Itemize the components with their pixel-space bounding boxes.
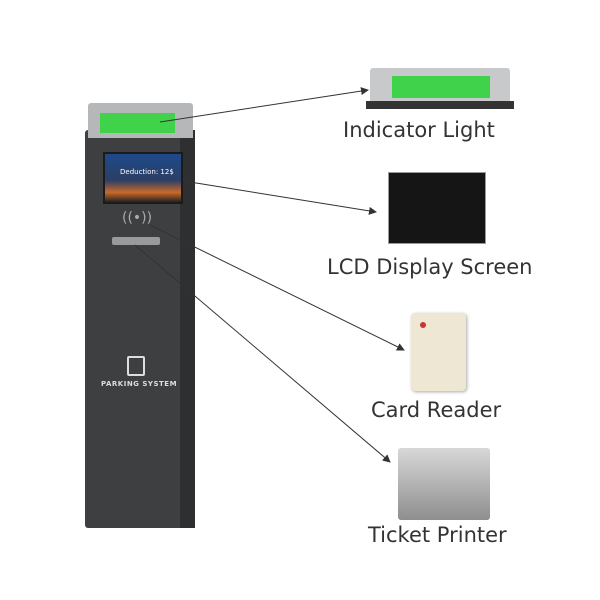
arrow-ticket-printer [134,244,391,463]
indicator-light-green [392,76,490,98]
brand-logo-icon [127,356,145,376]
kiosk-side-panel [180,130,195,528]
ticket-printer-image [398,448,490,520]
kiosk-lcd-screen [103,152,183,204]
card-reader-led [420,322,426,328]
ticket-slot [112,237,160,245]
kiosk-indicator-light [100,113,175,133]
indicator-light-base [366,101,514,109]
screen-deduction-text: Deduction: 12$ [120,168,174,176]
label-lcd-display: LCD Display Screen [327,255,533,279]
label-card-reader: Card Reader [371,398,502,422]
kiosk-brand-text: PARKING SYSTEM [101,380,178,388]
arrow-card-reader [149,224,405,351]
arrow-indicator-light [159,87,369,123]
rfid-icon: ((•)) [122,210,153,226]
label-indicator-light: Indicator Light [343,118,495,142]
lcd-display-image [388,172,486,244]
label-ticket-printer: Ticket Printer [368,523,507,547]
arrow-lcd-display [189,181,377,215]
